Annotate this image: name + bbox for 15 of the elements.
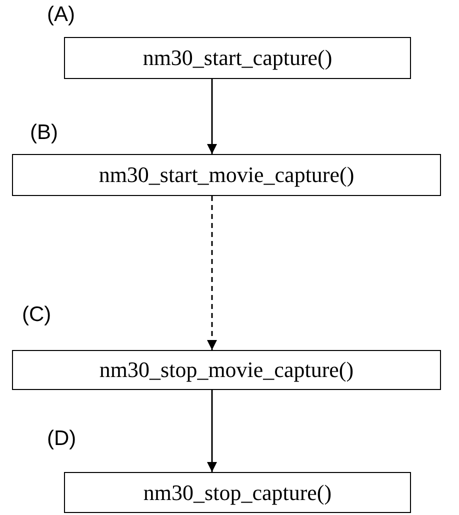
function-name: nm30_start_capture() — [142, 44, 332, 72]
function-name: nm30_stop_capture() — [143, 478, 332, 506]
process-box — [64, 37, 411, 79]
arrow — [207, 390, 217, 472]
step-label: (A) — [47, 4, 75, 25]
process-box — [12, 154, 441, 196]
arrow — [207, 196, 217, 350]
function-name: nm30_stop_movie_capture() — [99, 356, 354, 384]
step-label: (B) — [30, 122, 58, 143]
arrow — [207, 79, 217, 154]
step-label: (D) — [47, 428, 76, 449]
process-box — [12, 350, 441, 390]
step-label: (C) — [22, 304, 52, 325]
function-name: nm30_start_movie_capture() — [98, 161, 354, 189]
process-box — [64, 472, 411, 513]
